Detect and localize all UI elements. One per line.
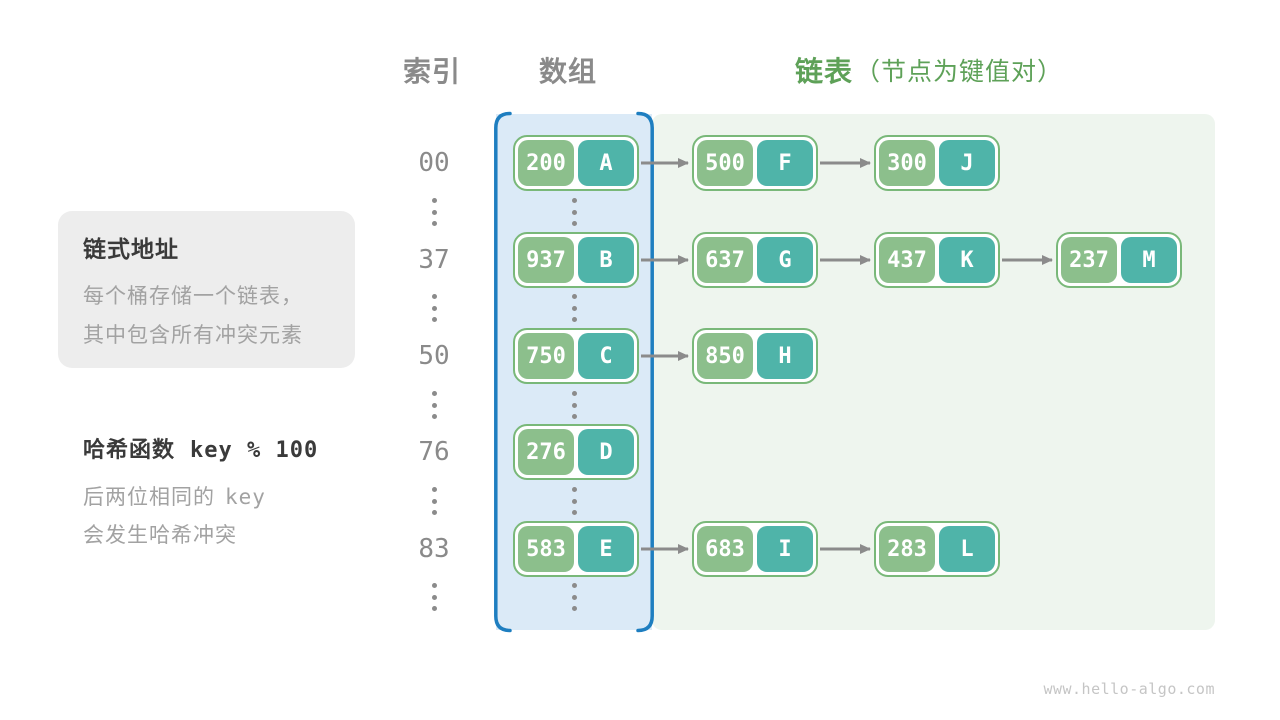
linked-list-note: （节点为键值对） <box>855 58 1064 86</box>
key-cell: 683 <box>697 526 753 572</box>
index-label: 00 <box>418 148 450 178</box>
bucket-node: 750 C <box>513 328 639 384</box>
value-cell: F <box>757 140 813 186</box>
column-header-linked-list: 链表 （节点为键值对） <box>795 52 1063 88</box>
value-cell: J <box>939 140 995 186</box>
hash-note-line-2: 会发生哈希冲突 <box>83 517 318 555</box>
key-cell: 750 <box>518 333 574 379</box>
hash-note-line-2-text: 会发生哈希冲突 <box>83 524 237 547</box>
hash-function-note: 哈希函数 key % 100 后两位相同的 key 会发生哈希冲突 <box>83 432 318 555</box>
value-cell: H <box>757 333 813 379</box>
chain-node: 437 K <box>874 232 1000 288</box>
value-cell: L <box>939 526 995 572</box>
key-cell: 276 <box>518 429 574 475</box>
value-cell: D <box>578 429 634 475</box>
info-box-title: 链式地址 <box>83 236 179 262</box>
vertical-ellipsis <box>571 294 577 322</box>
key-cell: 583 <box>518 526 574 572</box>
chain-node: 283 L <box>874 521 1000 577</box>
hash-formula: key % 100 <box>190 438 319 463</box>
key-cell: 283 <box>879 526 935 572</box>
bucket-node: 200 A <box>513 135 639 191</box>
vertical-ellipsis <box>431 583 437 611</box>
vertical-ellipsis <box>571 487 577 515</box>
hash-note-line-1: 后两位相同的 key <box>83 478 318 517</box>
bucket-node: 583 E <box>513 521 639 577</box>
column-header-index: 索引 <box>402 56 461 87</box>
key-cell: 200 <box>518 140 574 186</box>
hash-note-line-1-text: 后两位相同的 <box>83 486 215 509</box>
chain-node: 850 H <box>692 328 818 384</box>
value-cell: E <box>578 526 634 572</box>
vertical-ellipsis <box>571 583 577 611</box>
vertical-ellipsis <box>431 391 437 419</box>
vertical-ellipsis <box>571 391 577 419</box>
value-cell: G <box>757 237 813 283</box>
info-box-line-1: 每个桶存储一个链表， <box>83 285 303 308</box>
hash-function-title-row: 哈希函数 key % 100 <box>83 432 318 464</box>
value-cell: M <box>1121 237 1177 283</box>
hash-function-label: 哈希函数 <box>83 437 176 462</box>
key-cell: 850 <box>697 333 753 379</box>
chain-node: 500 F <box>692 135 818 191</box>
index-label: 37 <box>418 245 450 275</box>
key-cell: 237 <box>1061 237 1117 283</box>
value-cell: I <box>757 526 813 572</box>
chain-node: 637 G <box>692 232 818 288</box>
vertical-ellipsis <box>431 294 437 322</box>
index-label: 76 <box>418 437 450 467</box>
watermark: www.hello-algo.com <box>1043 680 1215 698</box>
bucket-node: 937 B <box>513 232 639 288</box>
key-cell: 500 <box>697 140 753 186</box>
vertical-ellipsis <box>431 198 437 226</box>
chain-node: 300 J <box>874 135 1000 191</box>
hash-note-line-1-code: key <box>225 485 266 509</box>
key-cell: 937 <box>518 237 574 283</box>
chaining-info-box: 链式地址 每个桶存储一个链表， 其中包含所有冲突元素 <box>58 211 355 368</box>
bucket-node: 276 D <box>513 424 639 480</box>
chain-node: 683 I <box>692 521 818 577</box>
key-cell: 437 <box>879 237 935 283</box>
key-cell: 300 <box>879 140 935 186</box>
value-cell: B <box>578 237 634 283</box>
value-cell: K <box>939 237 995 283</box>
vertical-ellipsis <box>571 198 577 226</box>
info-box-line-2: 其中包含所有冲突元素 <box>83 324 303 347</box>
key-cell: 637 <box>697 237 753 283</box>
vertical-ellipsis <box>431 487 437 515</box>
index-label: 83 <box>418 534 450 564</box>
chain-node: 237 M <box>1056 232 1182 288</box>
column-header-array: 数组 <box>538 56 597 87</box>
value-cell: C <box>578 333 634 379</box>
linked-list-label: 链表 <box>795 56 854 87</box>
index-label: 50 <box>418 341 450 371</box>
value-cell: A <box>578 140 634 186</box>
